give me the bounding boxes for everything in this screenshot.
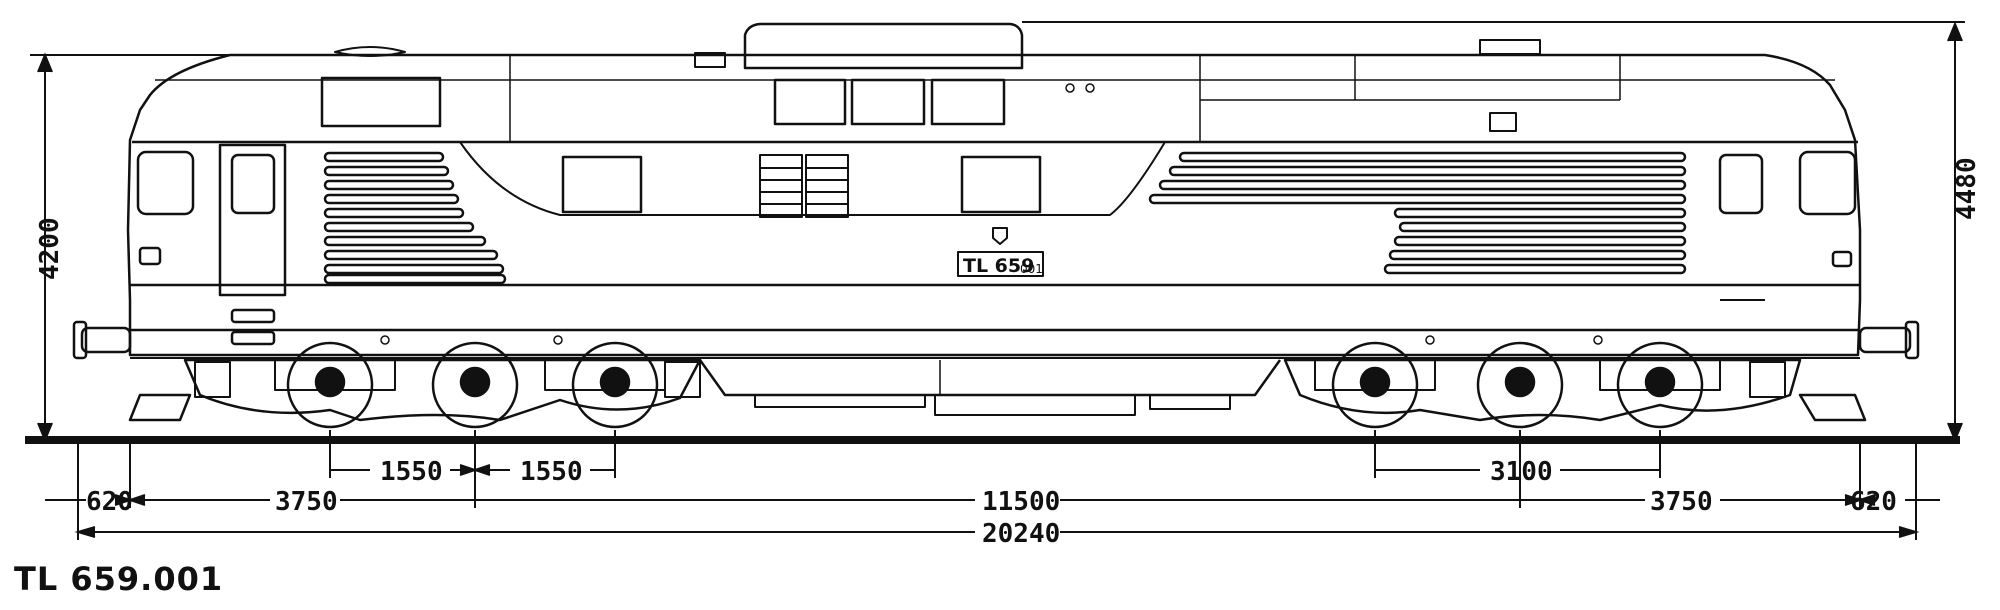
front-cab-window bbox=[136, 150, 195, 216]
roof-box bbox=[1479, 39, 1541, 55]
bolt-2 bbox=[553, 335, 563, 345]
front-door-window bbox=[230, 153, 276, 215]
dim-bogie-center-distance: 11500 bbox=[982, 487, 1060, 517]
bolt-3 bbox=[1425, 335, 1435, 345]
front-bogie bbox=[183, 341, 702, 429]
fuel-tank bbox=[698, 359, 1282, 397]
rear-bogie bbox=[1283, 341, 1802, 429]
wheel-4 bbox=[1331, 341, 1419, 429]
left-side-panel-curve bbox=[459, 141, 1166, 216]
rear-buffer bbox=[1858, 320, 1920, 360]
dim-height-right: 4480 bbox=[1952, 157, 1982, 220]
roof-light-2 bbox=[1085, 83, 1095, 93]
fuel-tank-panel-2 bbox=[934, 394, 1136, 416]
machine-room-window-2 bbox=[773, 78, 847, 126]
roof-light-1 bbox=[1065, 83, 1075, 93]
machine-room-window-4 bbox=[930, 78, 1006, 126]
dim-bogie-offset-front: 3750 bbox=[275, 487, 338, 517]
rear-cab-window bbox=[1798, 150, 1857, 216]
drawing-caption: TL 659.001 bbox=[14, 560, 224, 598]
roof-hump bbox=[743, 22, 1024, 70]
side-window-left bbox=[561, 155, 643, 214]
front-buffer bbox=[72, 320, 132, 360]
dim-bogie-offset-rear: 3750 bbox=[1650, 487, 1713, 517]
side-window-right bbox=[960, 155, 1042, 214]
wheel-6 bbox=[1616, 341, 1704, 429]
front-pilot bbox=[128, 393, 192, 422]
roof-vent bbox=[694, 52, 726, 68]
rear-marker-lamp bbox=[1831, 250, 1853, 268]
fuel-tank-panel-3 bbox=[1149, 394, 1231, 410]
bolt-4 bbox=[1593, 335, 1603, 345]
emblem-icon bbox=[992, 227, 1008, 245]
number-plate-sub: 001 bbox=[1020, 262, 1043, 276]
wheel-1 bbox=[286, 341, 374, 429]
rear-pilot bbox=[1798, 393, 1867, 422]
center-louvres bbox=[759, 154, 849, 218]
machine-room-window-3 bbox=[850, 78, 926, 126]
dim-overhang-rear: 620 bbox=[1850, 487, 1897, 517]
wheel-3 bbox=[571, 341, 659, 429]
dim-axle-spacing-2: 1550 bbox=[520, 457, 583, 487]
step-1 bbox=[230, 308, 276, 324]
dim-height-left: 4200 bbox=[35, 217, 65, 280]
dim-axle-spacing-1: 1550 bbox=[380, 457, 443, 487]
number-plate-frame bbox=[957, 251, 1044, 277]
dim-axle-spacing-rear: 3100 bbox=[1490, 457, 1553, 487]
wheel-5 bbox=[1476, 341, 1564, 429]
roof-fan bbox=[334, 46, 406, 57]
dim-overall-length: 20240 bbox=[982, 519, 1060, 549]
body-outline bbox=[126, 53, 1862, 357]
bolt-1 bbox=[380, 335, 390, 345]
rear-grille bbox=[1148, 151, 1687, 275]
wheel-2 bbox=[431, 341, 519, 429]
fuel-tank-panel-1 bbox=[754, 394, 926, 408]
machine-room-window-1 bbox=[320, 76, 442, 128]
dim-overhang-front: 620 bbox=[86, 487, 133, 517]
rear-side-window bbox=[1718, 153, 1764, 215]
dimension-lines bbox=[30, 21, 1965, 540]
front-cab-door bbox=[218, 143, 287, 297]
front-marker-lamp bbox=[138, 246, 162, 266]
small-hatch bbox=[1489, 112, 1517, 132]
step-2 bbox=[230, 330, 276, 346]
front-grille bbox=[323, 151, 507, 285]
number-plate-main: TL 659 bbox=[963, 255, 1034, 277]
